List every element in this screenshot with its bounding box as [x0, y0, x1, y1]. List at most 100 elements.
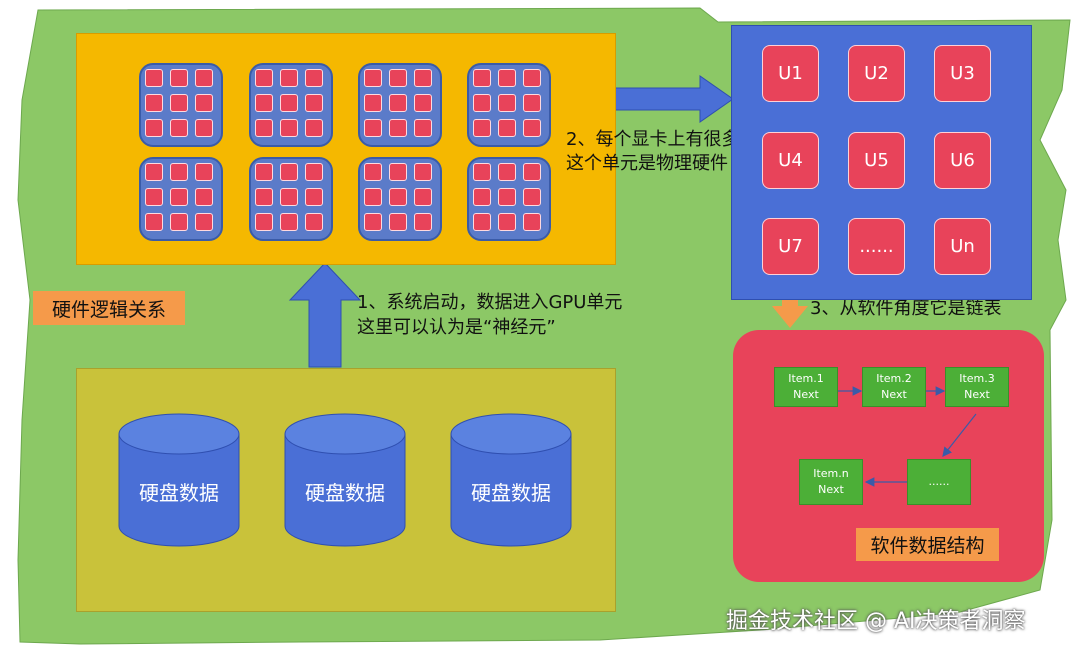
- gpu-cell: [523, 94, 541, 112]
- gpu-cell: [364, 163, 382, 181]
- list-item-2: Item.2 Next: [862, 367, 926, 407]
- unit-u1: U1: [762, 45, 819, 102]
- gpu-cell: [195, 213, 213, 231]
- gpu-cell: [255, 213, 273, 231]
- gpu-cell: [364, 119, 382, 137]
- gpu-cell: [389, 119, 407, 137]
- gpu-cell: [145, 94, 163, 112]
- gpu-cell: [364, 94, 382, 112]
- gpu-card: [467, 63, 551, 147]
- down-arrow: [772, 281, 808, 328]
- list-item-3-next: Next: [964, 388, 990, 401]
- gpu-cell: [414, 69, 432, 87]
- list-item-n: Item.n Next: [799, 459, 863, 505]
- gpu-cell: [280, 119, 298, 137]
- list-item-1: Item.1 Next: [774, 367, 838, 407]
- gpu-cell: [523, 163, 541, 181]
- gpu-cell: [389, 188, 407, 206]
- gpu-cell: [195, 69, 213, 87]
- list-item-1-name: Item.1: [788, 372, 824, 385]
- gpu-cell: [145, 69, 163, 87]
- gpu-cell: [473, 69, 491, 87]
- gpu-cell: [170, 119, 188, 137]
- gpu-cell: [255, 119, 273, 137]
- disk-cylinder-3: 硬盘数据: [450, 413, 572, 547]
- gpu-cell: [305, 188, 323, 206]
- step3-annotation: 3、从软件角度它是链表: [810, 298, 1002, 319]
- watermark: 掘金技术社区 @ AI决策者洞察: [726, 609, 1026, 634]
- gpu-card: [358, 157, 442, 241]
- gpu-cell: [255, 188, 273, 206]
- gpu-card: [139, 63, 223, 147]
- list-item-2-name: Item.2: [876, 372, 912, 385]
- gpu-cell: [473, 119, 491, 137]
- linked-list-arrows: [836, 386, 977, 487]
- gpu-cell: [305, 69, 323, 87]
- gpu-cell: [523, 69, 541, 87]
- hardware-relation-label: 硬件逻辑关系: [33, 291, 185, 325]
- disk-cylinders: 硬盘数据 硬盘数据 硬盘数据: [118, 413, 572, 547]
- gpu-cell: [364, 188, 382, 206]
- step1-annotation-line1: 1、系统启动，数据进入GPU单元: [357, 292, 623, 313]
- gpu-cell: [170, 94, 188, 112]
- gpu-cell: [389, 163, 407, 181]
- unit-u3: U3: [934, 45, 991, 102]
- gpu-cell: [498, 94, 516, 112]
- step2-annotation-line1: 2、每个显卡上有很多单元: [566, 129, 776, 150]
- list-item-2-next: Next: [881, 388, 907, 401]
- gpu-cell: [195, 94, 213, 112]
- gpu-card: [358, 63, 442, 147]
- unit-u6: U6: [934, 132, 991, 189]
- list-item-3-name: Item.3: [959, 372, 995, 385]
- unit-u4: U4: [762, 132, 819, 189]
- gpu-cell: [145, 163, 163, 181]
- gpu-cell: [145, 119, 163, 137]
- gpu-cell: [414, 163, 432, 181]
- step2-annotation-line2: 这个单元是物理硬件: [566, 153, 728, 174]
- gpu-card: [467, 157, 551, 241]
- gpu-cell: [305, 94, 323, 112]
- gpu-cell: [498, 163, 516, 181]
- gpu-cell: [473, 163, 491, 181]
- gpu-cell: [414, 213, 432, 231]
- gpu-cell: [280, 163, 298, 181]
- list-item-n-name: Item.n: [813, 467, 849, 480]
- unit-u5: U5: [848, 132, 905, 189]
- unit-ellipsis: ......: [848, 218, 905, 275]
- gpu-card: [139, 157, 223, 241]
- gpu-cell: [280, 69, 298, 87]
- gpu-cell: [523, 119, 541, 137]
- gpu-cell: [305, 213, 323, 231]
- list-item-3: Item.3 Next: [945, 367, 1009, 407]
- gpu-cell: [498, 188, 516, 206]
- software-structure-label: 软件数据结构: [856, 528, 999, 561]
- link-arrow-3-ellipsis: [942, 413, 977, 457]
- gpu-cell: [305, 119, 323, 137]
- list-item-ellipsis: ......: [907, 459, 971, 505]
- gpu-cell: [389, 213, 407, 231]
- gpu-cell: [389, 94, 407, 112]
- gpu-cell: [170, 213, 188, 231]
- gpu-cell: [498, 69, 516, 87]
- gpu-cell: [473, 94, 491, 112]
- gpu-cell: [389, 69, 407, 87]
- gpu-card: [249, 157, 333, 241]
- list-item-1-next: Next: [793, 388, 819, 401]
- disk-label-3: 硬盘数据: [471, 481, 551, 505]
- gpu-cell: [364, 69, 382, 87]
- gpu-cell: [523, 188, 541, 206]
- gpu-cell: [255, 69, 273, 87]
- gpu-cell: [170, 163, 188, 181]
- gpu-cell: [195, 119, 213, 137]
- gpu-cell: [473, 213, 491, 231]
- gpu-cell: [498, 119, 516, 137]
- list-item-n-next: Next: [818, 483, 844, 496]
- gpu-cell: [170, 188, 188, 206]
- disk-cylinder-1: 硬盘数据: [118, 413, 240, 547]
- up-arrow: [288, 262, 362, 368]
- gpu-cell: [170, 69, 188, 87]
- gpu-cell: [473, 188, 491, 206]
- gpu-cell: [255, 94, 273, 112]
- gpu-cell: [280, 94, 298, 112]
- step1-annotation-line2: 这里可以认为是“神经元”: [357, 317, 556, 338]
